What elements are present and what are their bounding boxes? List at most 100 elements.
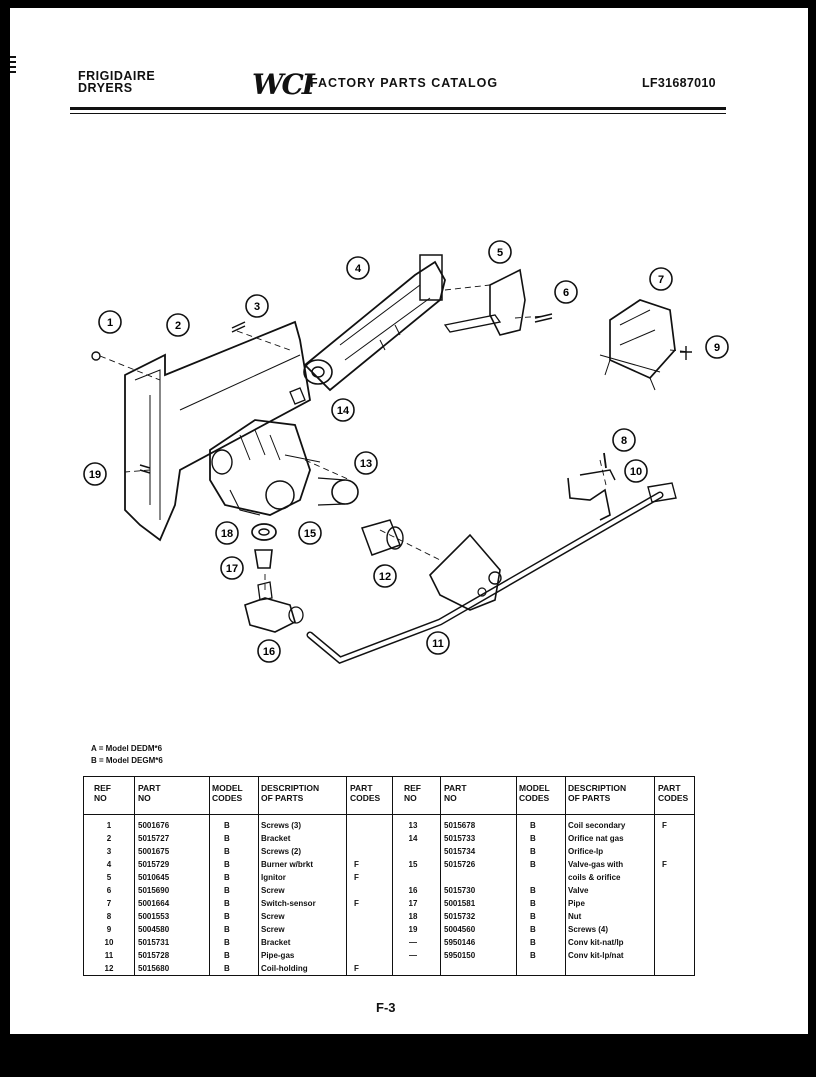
svg-text:17: 17: [226, 563, 238, 575]
left-row-4-desc: Ignitor: [261, 873, 286, 882]
left-row-11-ref: 12: [104, 964, 114, 973]
gas-pipe: [306, 491, 664, 664]
header-rule-thick: [70, 107, 726, 110]
screw-14: [289, 387, 306, 405]
callout-1: 1: [98, 310, 122, 334]
callout-8: 8: [612, 428, 636, 452]
gas-valve: [209, 419, 311, 516]
right-row-9-ref: —: [409, 938, 417, 947]
left-row-2-desc: Screws (2): [261, 847, 302, 856]
left-row-3-ref: 4: [106, 860, 112, 869]
screw-3: [231, 321, 246, 333]
gas-pipe-inner: [308, 493, 662, 663]
right-row-9-part: 5950146: [444, 938, 476, 947]
right-row-3-part: 5015726: [444, 860, 476, 869]
callout-7: 7: [649, 267, 673, 291]
left-row-5-ref: 6: [106, 886, 112, 895]
right-row-10-part: 5950150: [444, 951, 476, 960]
svg-text:9: 9: [714, 342, 720, 354]
coil-holding: [361, 519, 401, 556]
right-row-6-ref: 17: [408, 899, 418, 908]
right-row-5-model: B: [530, 886, 536, 895]
callout-14: 14: [331, 398, 355, 422]
right-row-10-desc: Conv kit-lp/nat: [568, 951, 624, 960]
left-row-8-part: 5004580: [138, 925, 170, 934]
left-row-2-model: B: [224, 847, 230, 856]
svg-text:18: 18: [221, 528, 233, 540]
screw-6: [534, 313, 553, 323]
right-row-5-desc: Valve: [568, 886, 589, 895]
right-row-10-ref: —: [409, 951, 417, 960]
left-row-0-part: 5001676: [138, 821, 170, 830]
left-row-5-desc: Screw: [261, 886, 285, 895]
left-row-10-ref: 11: [104, 951, 114, 960]
pipe-17: [254, 549, 273, 569]
svg-text:5: 5: [497, 247, 503, 259]
left-row-2-ref: 3: [106, 847, 112, 856]
svg-text:4: 4: [355, 263, 362, 275]
screw-9-lower: [603, 452, 607, 469]
right-row-9-desc: Conv kit-nat/lp: [568, 938, 624, 947]
left-row-4-part: 5010645: [138, 873, 170, 882]
right-row-1-part: 5015733: [444, 834, 476, 843]
left-row-11-part: 5015680: [138, 964, 170, 973]
callout-16: 16: [257, 639, 281, 663]
left-row-3-part: 5015729: [138, 860, 170, 869]
right-row-6-model: B: [530, 899, 536, 908]
right-row-4-desc: coils & orifice: [568, 873, 621, 882]
svg-text:11: 11: [432, 638, 444, 650]
left-row-6-code: F: [354, 899, 359, 908]
left-row-10-part: 5015728: [138, 951, 170, 960]
svg-text:15: 15: [304, 528, 316, 540]
right-row-0-code: F: [662, 821, 667, 830]
right-row-3-code: F: [662, 860, 667, 869]
nut-18: [251, 523, 277, 541]
right-row-0-part: 5015678: [444, 821, 476, 830]
svg-text:8: 8: [621, 435, 627, 447]
wci-logo: WCI: [252, 68, 315, 101]
svg-text:14: 14: [337, 405, 350, 417]
left-row-7-desc: Screw: [261, 912, 285, 921]
left-row-0-model: B: [224, 821, 230, 830]
svg-text:7: 7: [658, 274, 664, 286]
right-row-2-desc: Orifice-lp: [568, 847, 604, 856]
left-row-6-ref: 7: [106, 899, 112, 908]
right-row-2-model: B: [530, 847, 536, 856]
callout-2: 2: [166, 313, 190, 337]
coil-secondary: [331, 479, 359, 505]
left-row-1-part: 5015727: [138, 834, 170, 843]
brand-line-1: FRIGIDAIRE: [78, 69, 156, 83]
left-row-11-model: B: [224, 964, 230, 973]
svg-text:10: 10: [630, 466, 642, 478]
left-row-1-ref: 2: [106, 834, 112, 843]
left-row-0-desc: Screws (3): [261, 821, 302, 830]
left-row-6-desc: Switch-sensor: [261, 899, 316, 908]
binding-marks: [10, 56, 16, 73]
svg-text:19: 19: [89, 469, 101, 481]
valve-16: [244, 597, 296, 633]
callout-12: 12: [373, 564, 397, 588]
switch-sensor: [609, 299, 676, 380]
right-row-8-model: B: [530, 925, 536, 934]
right-row-0-ref: 13: [408, 821, 418, 830]
left-row-9-part: 5015731: [138, 938, 170, 947]
left-row-11-desc: Coil-holding: [261, 964, 308, 973]
left-row-4-code: F: [354, 873, 359, 882]
left-row-3-model: B: [224, 860, 230, 869]
right-row-7-part: 5015732: [444, 912, 476, 921]
left-row-10-desc: Pipe-gas: [261, 951, 295, 960]
svg-text:1: 1: [107, 317, 113, 329]
screw-19: [139, 464, 151, 474]
right-row-1-desc: Orifice nat gas: [568, 834, 624, 843]
svg-text:3: 3: [254, 301, 260, 313]
left-row-9-ref: 10: [104, 938, 114, 947]
svg-text:13: 13: [360, 458, 372, 470]
